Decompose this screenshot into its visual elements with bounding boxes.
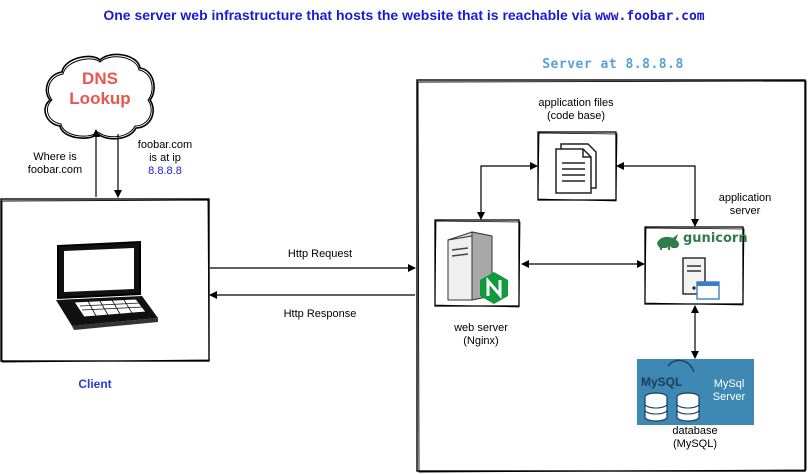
web-server-label: web server (Nginx): [436, 322, 526, 348]
files-line2: (code base): [546, 110, 606, 122]
badge-line1: MySql: [713, 378, 745, 390]
server-box: [416, 79, 807, 473]
files-to-web-arrow: [477, 162, 538, 220]
http-request-label: Http Request: [287, 248, 353, 260]
dns-line2: Lookup: [69, 89, 131, 108]
files-to-app-arrow: [616, 162, 699, 227]
app-server-box: [644, 226, 745, 306]
database-line2: (MySQL): [673, 438, 717, 450]
client-label: Client: [78, 377, 112, 391]
client-box: [0, 198, 210, 363]
title-domain: www.foobar.com: [595, 9, 705, 24]
files-label: application files (code base): [520, 97, 632, 123]
web-server-line2: (Nginx): [463, 335, 499, 347]
nginx-logo-icon: [480, 272, 508, 304]
database-line1: database: [672, 425, 718, 437]
dns-lookup-label: DNS Lookup: [50, 69, 150, 109]
diagram-title: One server web infrastructure that hosts…: [0, 7, 808, 24]
server-title: Server at 8.8.8.8: [542, 57, 684, 72]
app-server-label: application server: [703, 192, 787, 218]
mysql-dolphin-icon: [667, 359, 695, 373]
web-server-box: [434, 219, 521, 308]
answer-line2: is at ip: [149, 152, 181, 164]
dns-query-label: Where is foobar.com: [20, 151, 90, 177]
app-server-line2: server: [729, 205, 761, 217]
laptop-icon: [56, 240, 158, 330]
mysql-logo-text: MySQL: [641, 375, 683, 389]
files-line1: application files: [538, 97, 614, 109]
gunicorn-brand: gunicorn: [683, 231, 748, 246]
title-prefix: One server web infrastructure that hosts…: [103, 7, 596, 23]
dns-answer-label: foobar.com is at ip 8.8.8.8: [128, 139, 202, 178]
query-line2: foobar.com: [27, 164, 83, 176]
database-label: database (MySQL): [655, 425, 735, 451]
answer-ip: 8.8.8.8: [148, 165, 182, 177]
mysql-server-label: MySql Server: [704, 378, 754, 404]
web-server-line1: web server: [454, 322, 508, 334]
browser-window-icon: [696, 281, 720, 300]
documents-icon: [555, 143, 597, 194]
database-cylinders-icon: [644, 392, 700, 422]
dns-line1: DNS: [82, 69, 118, 88]
dns-cloud: [44, 53, 155, 140]
answer-line1: foobar.com: [137, 139, 193, 151]
http-response-label: Http Response: [283, 308, 357, 320]
query-line1: Where is: [33, 151, 77, 163]
gunicorn-unicorn-icon: [657, 234, 679, 250]
server-tower-icon: [447, 231, 493, 301]
app-server-line1: application: [718, 192, 772, 204]
badge-line2: Server: [712, 391, 746, 403]
